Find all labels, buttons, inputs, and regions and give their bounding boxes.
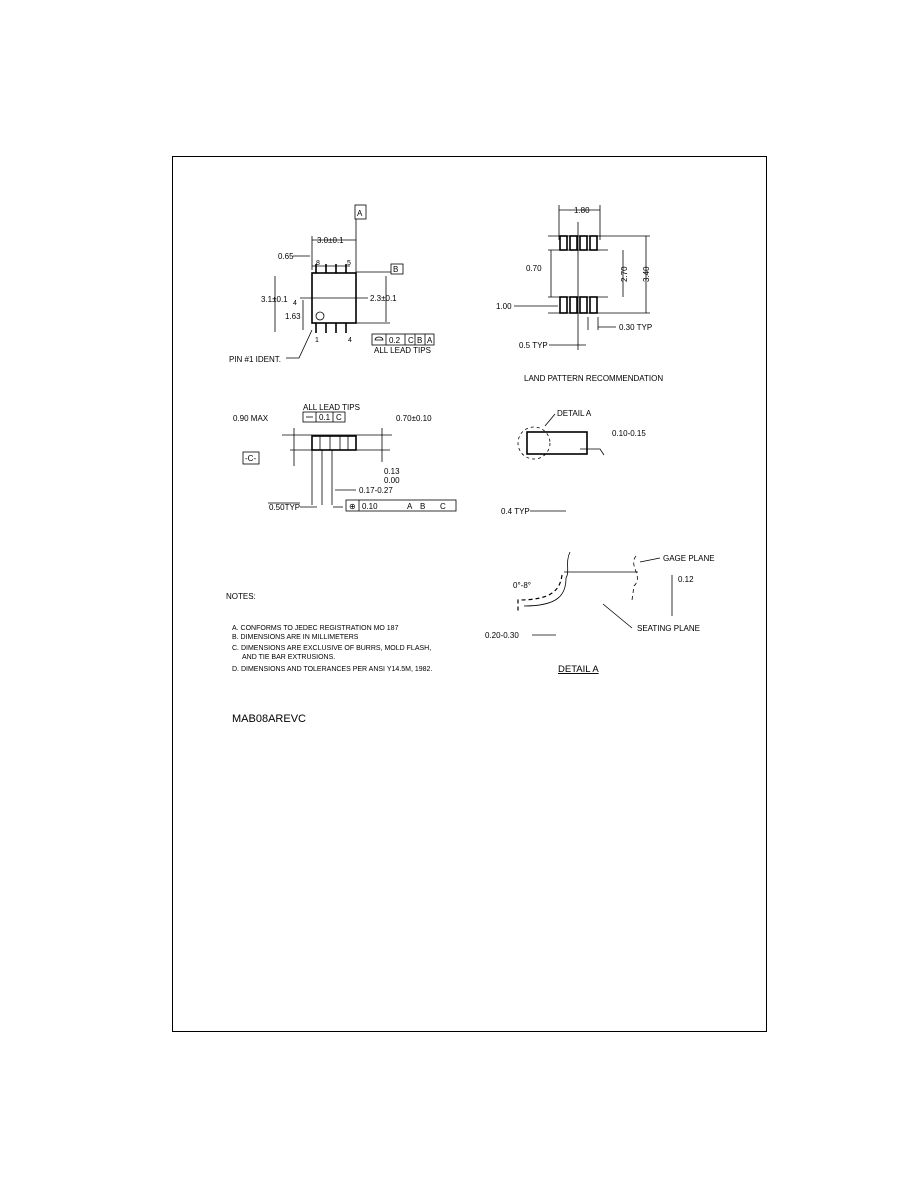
detail-callout: DETAIL A 0.10-0.15 0.4 TYP [501, 409, 646, 516]
pin-5-label: 5 [347, 260, 351, 267]
land-span-dim: 2.70 [620, 266, 629, 282]
coplanarity-frame [302, 411, 346, 423]
lead-tips-note-side: ALL LEAD TIPS [303, 403, 360, 412]
land-pad-len-dim: 1.00 [496, 302, 512, 311]
height-dim: 3.1±0.1 [261, 295, 288, 304]
tolerance-ref-b: B [417, 336, 422, 345]
position-ref1: A [407, 502, 413, 511]
pin1-ident-label: PIN #1 IDENT. [229, 355, 281, 364]
side-view: ALL LEAD TIPS 0.1 C 0.90 MAX 0.70±0.10 -… [233, 403, 457, 512]
gage-plane-label: GAGE PLANE [663, 554, 715, 563]
typ-angle-dim: 0.4 TYP [501, 507, 530, 516]
detail-callout-label: DETAIL A [557, 409, 592, 418]
side-pitch-dim: 0.50TYP [269, 503, 300, 512]
datum-b-tag [390, 263, 404, 275]
body-dim: 2.3±0.1 [370, 294, 397, 303]
datum-c-tag [242, 451, 260, 465]
land-gap-dim: 0.70 [526, 264, 542, 273]
tolerance-frame [371, 333, 435, 346]
detail-a-title: DETAIL A [558, 664, 599, 675]
position-ref2: B [420, 502, 425, 511]
width-dim: 3.0±0.1 [317, 236, 344, 245]
pitch-dim: 0.65 [278, 252, 294, 261]
detail-a: 0°-8° GAGE PLANE 0.12 SEATING PLANE 0.20… [485, 551, 715, 675]
seating-plane-label: SEATING PLANE [637, 624, 700, 633]
note-b: B. DIMENSIONS ARE IN MILLIMETERS [232, 634, 359, 641]
coplanarity-ref: C [336, 413, 342, 422]
notes-heading: NOTES: [226, 592, 256, 601]
lead-width-dim: 0.17-0.27 [359, 486, 393, 495]
land-pitch-dim: 0.5 TYP [519, 341, 548, 350]
position-symbol: ⊕ [349, 502, 356, 511]
foot-length: 0.20-0.30 [485, 631, 519, 640]
pin-1-label: 1 [315, 337, 319, 344]
position-frame [345, 499, 457, 512]
land-width-dim: 1.80 [574, 206, 590, 215]
pin-4-label: 4 [348, 337, 352, 344]
note-a: A. CONFORMS TO JEDEC REGISTRATION MO 187 [232, 625, 399, 632]
max-height-dim: 0.90 MAX [233, 414, 269, 423]
standoff-dim: 0.70±0.10 [396, 414, 432, 423]
gage-value: 0.12 [678, 575, 694, 584]
datum-a-tag [354, 204, 367, 220]
position-tol: 0.10 [362, 502, 378, 511]
drawing-id: MAB08AREVC [232, 713, 306, 725]
thickness-bottom: 0.00 [384, 476, 400, 485]
detail-lead-body [526, 431, 588, 455]
top-view: A 3.0±0.1 0.65 8 5 1 4 [229, 204, 435, 364]
note-c-cont: AND TIE BAR EXTRUSIONS. [242, 654, 335, 661]
package-body-side [311, 435, 357, 451]
pin-8-label: 8 [316, 260, 320, 267]
land-pattern-title: LAND PATTERN RECOMMENDATION [524, 374, 663, 383]
land-pattern: 1.80 0.70 1.00 2.70 3.40 0.30 TYP [496, 205, 663, 383]
lead-tips-note-top: ALL LEAD TIPS [374, 346, 431, 355]
tolerance-ref-a: A [427, 336, 433, 345]
notes: NOTES: A. CONFORMS TO JEDEC REGISTRATION… [226, 592, 432, 673]
land-pad-width-dim: 0.30 TYP [619, 323, 652, 332]
position-ref3: C [440, 502, 446, 511]
datum-b-label: B [393, 265, 398, 274]
datum-c-label: -C- [245, 454, 256, 463]
drawing-frame [172, 156, 767, 1032]
datum-a-label: A [357, 209, 363, 218]
foot-angle: 0°-8° [513, 581, 531, 590]
center-mark: 4 [293, 300, 297, 307]
coplanarity-value: 0.1 [319, 413, 331, 422]
note-c: C. DIMENSIONS ARE EXCLUSIVE OF BURRS, MO… [232, 645, 431, 652]
tolerance-value: 0.2 [389, 336, 401, 345]
thickness-top: 0.13 [384, 467, 400, 476]
tolerance-ref-c: C [408, 336, 414, 345]
lead-thickness-dim: 0.10-0.15 [612, 429, 646, 438]
pin1-dim: 1.63 [285, 312, 301, 321]
land-outer-dim: 3.40 [642, 266, 651, 282]
note-d: D. DIMENSIONS AND TOLERANCES PER ANSI Y1… [232, 666, 432, 673]
pin1-dot [315, 311, 325, 321]
